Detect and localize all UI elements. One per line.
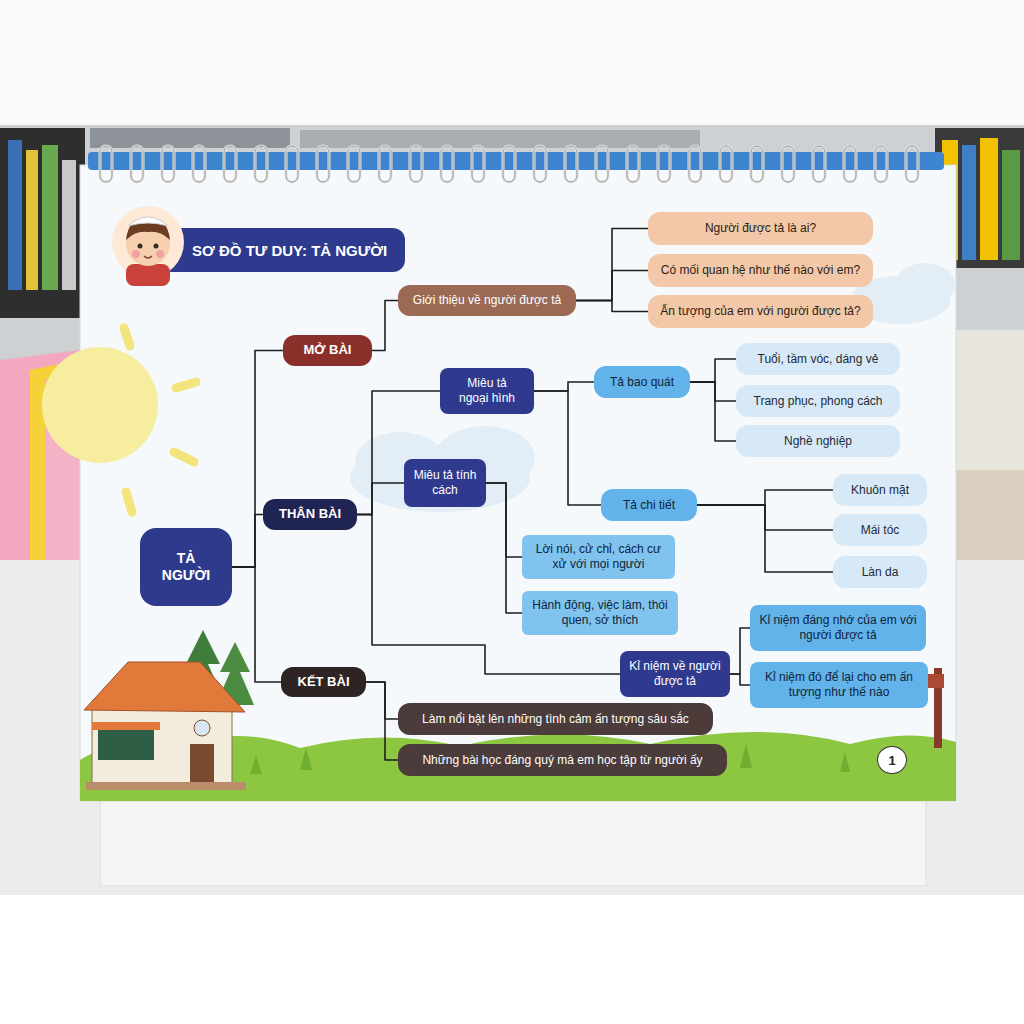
connector: [232, 567, 281, 682]
detail-box: Nghề nghiệp: [736, 425, 900, 457]
node-text: Kỉ niệm đáng nhớ của em với người được t…: [758, 613, 918, 643]
node-text: Lời nói, cử chỉ, cách cư xử với mọi ngườ…: [530, 542, 667, 572]
detail-box: Lời nói, cử chỉ, cách cư xử với mọi ngườ…: [522, 535, 675, 579]
title-banner: SƠ ĐỒ TƯ DUY: TẢ NGƯỜI: [160, 228, 405, 272]
section-box: MỞ BÀI: [283, 335, 372, 366]
subtopic-box: Tả bao quát: [594, 366, 690, 398]
node-text: Nghề nghiệp: [784, 434, 852, 449]
node-text: Tuổi, tầm vóc, dáng vẻ: [758, 352, 879, 367]
connector: [366, 682, 398, 760]
connector: [232, 351, 283, 568]
detail-box: Kỉ niệm đó để lại cho em ấn tượng như th…: [750, 662, 928, 708]
connector: [690, 359, 736, 382]
detail-box: Khuôn mặt: [833, 474, 927, 506]
connector: [697, 505, 833, 572]
detail-box: Kỉ niệm đáng nhớ của em với người được t…: [750, 605, 926, 651]
detail-box: Làn da: [833, 556, 927, 588]
detail-box: Người được tả là ai?: [648, 212, 873, 245]
node-text: Miêu tả ngoại hình: [452, 376, 522, 406]
connector: [486, 483, 522, 557]
connector: [366, 682, 398, 719]
node-text: Tả bao quát: [610, 375, 674, 390]
node-text: Hành động, việc làm, thói quen, sở thích: [530, 598, 670, 628]
connector: [486, 483, 522, 613]
detail-box: Hành động, việc làm, thói quen, sở thích: [522, 591, 678, 635]
conclusion-box: Những bài học đáng quý mà em học tập từ …: [398, 744, 727, 776]
node-text: Miêu tả tính cách: [412, 468, 478, 498]
connector: [697, 490, 833, 505]
connector: [690, 382, 736, 401]
detail-box: Trang phục, phong cách: [736, 385, 900, 417]
node-text: Kỉ niệm đó để lại cho em ấn tượng như th…: [758, 670, 920, 700]
connector: [372, 301, 398, 351]
connector: [576, 271, 648, 301]
section-box: THÂN BÀI: [263, 499, 357, 530]
topic-box: Miêu tả tính cách: [404, 459, 486, 507]
node-text: Những bài học đáng quý mà em học tập từ …: [422, 753, 702, 768]
node-text: Kỉ niệm về người được tả: [628, 659, 722, 689]
topic-box: Kỉ niệm về người được tả: [620, 651, 730, 697]
connector: [357, 483, 404, 515]
connector: [534, 382, 594, 391]
node-text: THÂN BÀI: [279, 506, 341, 522]
detail-box: Ấn tượng của em với người được tả?: [648, 295, 873, 328]
connector: [730, 674, 750, 685]
topic-box: Miêu tả ngoại hình: [440, 368, 534, 414]
node-text: TẢ NGƯỜI: [160, 550, 212, 585]
section-box: KẾT BÀI: [281, 667, 366, 697]
connector: [232, 515, 263, 568]
detail-box: Tuổi, tầm vóc, dáng vẻ: [736, 343, 900, 375]
detail-box: Mái tóc: [833, 514, 927, 546]
node-text: Người được tả là ai?: [705, 221, 816, 236]
node-text: KẾT BÀI: [298, 674, 350, 690]
node-text: Có mối quan hệ như thế nào với em?: [661, 263, 860, 278]
node-text: Làm nổi bật lên những tình cảm ấn tượng …: [422, 712, 689, 727]
node-text: Giới thiệu về người được tả: [413, 293, 561, 308]
node-text: Ấn tượng của em với người được tả?: [660, 304, 860, 319]
connector: [730, 628, 750, 674]
detail-box: Có mối quan hệ như thế nào với em?: [648, 254, 873, 287]
connector: [576, 229, 648, 301]
root-box: TẢ NGƯỜI: [140, 528, 232, 606]
topic-box: Giới thiệu về người được tả: [398, 285, 576, 316]
conclusion-box: Làm nổi bật lên những tình cảm ấn tượng …: [398, 703, 713, 735]
connector: [690, 382, 736, 441]
node-text: Tả chi tiết: [623, 498, 675, 513]
subtopic-box: Tả chi tiết: [601, 489, 697, 521]
node-text: Trang phục, phong cách: [754, 394, 883, 409]
connector: [534, 391, 601, 505]
node-text: Khuôn mặt: [851, 483, 909, 498]
node-text: MỞ BÀI: [304, 342, 352, 358]
connector: [576, 301, 648, 312]
node-text: Làn da: [862, 565, 899, 580]
child-icon: [108, 202, 188, 288]
node-text: Mái tóc: [861, 523, 900, 538]
page-number: 1: [877, 746, 907, 774]
